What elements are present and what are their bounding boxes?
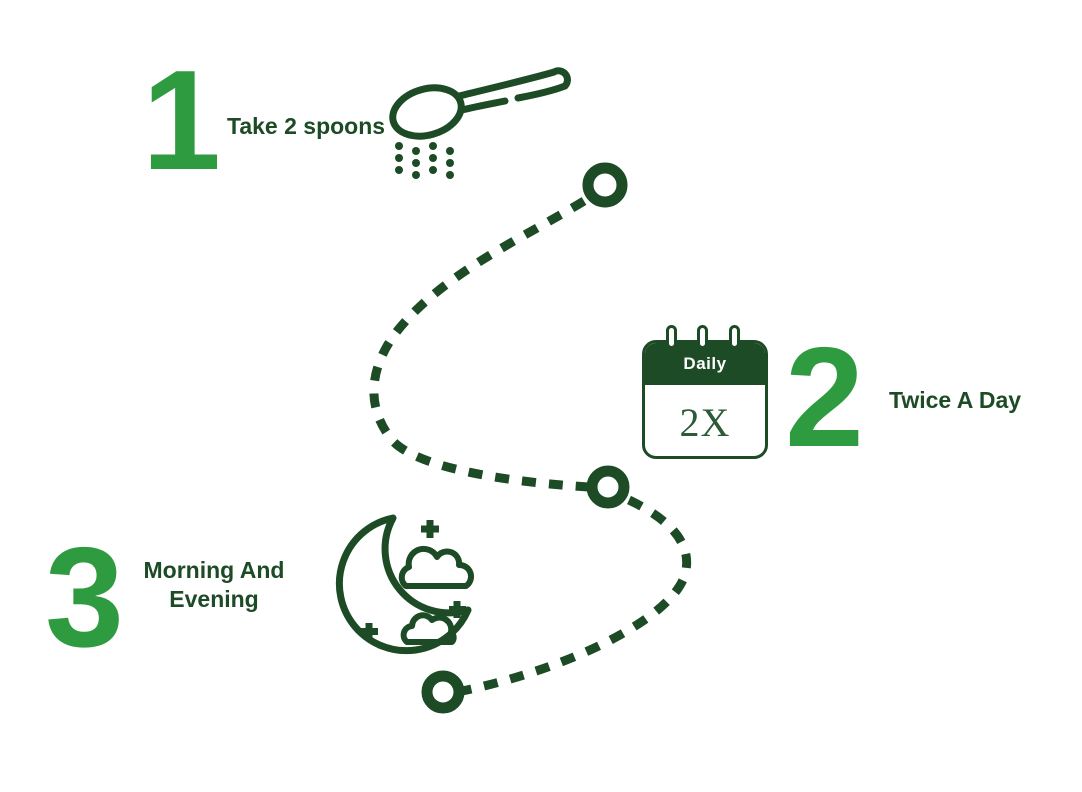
step-2-number: 2 bbox=[785, 318, 864, 477]
moon-clouds-icon bbox=[335, 514, 475, 655]
dashed-route bbox=[369, 197, 692, 696]
calendar-header-label: Daily bbox=[645, 343, 765, 385]
route-segment-1 bbox=[369, 197, 590, 492]
spoon-bowl bbox=[389, 84, 465, 140]
cloud-large bbox=[398, 545, 475, 589]
waypoint-circle-2 bbox=[586, 465, 630, 509]
route-segment-2 bbox=[461, 495, 692, 696]
crescent-moon bbox=[335, 514, 472, 655]
step-3-number: 3 bbox=[45, 518, 124, 677]
spoon-handle-bottom bbox=[458, 97, 509, 114]
calendar-binder-ring bbox=[729, 325, 740, 349]
calendar-dose-label: 2X bbox=[679, 399, 731, 445]
step-1-label: Take 2 spoons bbox=[227, 113, 386, 139]
waypoint-circle-3 bbox=[421, 670, 465, 714]
calendar-sheet: Daily 2X bbox=[642, 340, 768, 459]
cloud-small bbox=[400, 612, 457, 645]
calendar-daily-icon: Daily 2X bbox=[642, 325, 768, 459]
calendar-binder-ring bbox=[697, 325, 708, 349]
step-1-number: 1 bbox=[142, 41, 221, 200]
sprinkle-dots bbox=[395, 142, 454, 179]
waypoint-circle-1 bbox=[582, 162, 628, 208]
calendar-binder-ring bbox=[666, 325, 677, 349]
step-3-label: Morning And Evening bbox=[143, 557, 285, 612]
sparkle-plus-marks bbox=[361, 520, 466, 640]
spoon-handle-top bbox=[455, 67, 571, 102]
spoon-sprinkle-icon bbox=[389, 67, 571, 179]
step-2-label: Twice A Day bbox=[889, 387, 1022, 413]
